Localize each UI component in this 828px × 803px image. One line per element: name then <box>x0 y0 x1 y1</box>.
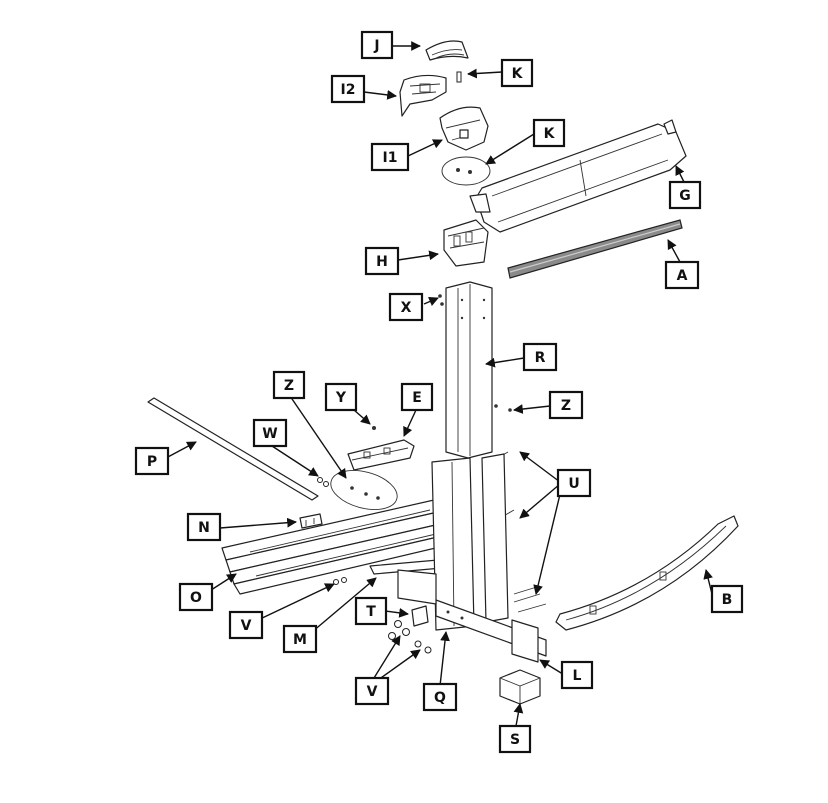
svg-text:E: E <box>412 390 422 406</box>
svg-text:Y: Y <box>335 390 347 406</box>
label-k-top: K <box>500 58 534 88</box>
label-l: L <box>560 660 594 690</box>
label-p: P <box>134 446 170 476</box>
svg-text:T: T <box>366 604 376 620</box>
part-j-top-cap <box>425 40 469 61</box>
part-y-screw <box>372 426 376 430</box>
part-q-base-column <box>397 453 547 663</box>
part-h-connector <box>443 219 489 267</box>
svg-text:G: G <box>679 188 691 204</box>
label-q: Q <box>422 682 458 712</box>
svg-text:K: K <box>512 66 524 82</box>
label-g: G <box>668 180 702 210</box>
svg-text:M: M <box>293 632 307 648</box>
part-p-flat-rail <box>147 397 319 501</box>
label-x: X <box>388 292 424 322</box>
label-n: N <box>186 512 222 542</box>
svg-text:R: R <box>535 350 546 366</box>
label-u: U <box>556 468 592 498</box>
label-v-bottom: V <box>354 676 390 706</box>
svg-text:H: H <box>376 254 388 270</box>
label-i1: I1 <box>370 142 410 172</box>
svg-text:I1: I1 <box>383 150 398 166</box>
svg-text:S: S <box>510 732 520 748</box>
label-i2: I2 <box>330 74 366 104</box>
part-a-stabilizer-rail <box>507 219 683 279</box>
leader-arrows <box>165 41 713 727</box>
part-b-curved-rail <box>555 515 739 631</box>
svg-text:L: L <box>573 668 582 684</box>
part-i2-cover <box>399 74 447 117</box>
label-w: W <box>252 418 288 448</box>
part-g-top-rail <box>469 119 687 233</box>
svg-text:B: B <box>722 592 733 608</box>
svg-text:V: V <box>241 618 252 634</box>
label-a: A <box>664 260 700 290</box>
part-i1-cap <box>439 106 489 151</box>
label-r: R <box>522 342 558 372</box>
svg-text:X: X <box>401 300 412 316</box>
svg-text:U: U <box>568 476 579 492</box>
svg-text:Z: Z <box>284 378 294 394</box>
label-m: M <box>282 624 318 654</box>
svg-text:N: N <box>198 520 210 536</box>
label-v-left: V <box>228 610 264 640</box>
label-o: O <box>178 582 214 612</box>
part-v-washers <box>333 577 432 654</box>
label-y: Y <box>324 382 358 412</box>
svg-text:A: A <box>677 268 688 284</box>
svg-text:K: K <box>544 126 556 142</box>
part-k-screw-top <box>456 71 462 83</box>
svg-text:J: J <box>373 38 379 54</box>
part-n-clip <box>299 513 323 529</box>
label-j: J <box>360 30 394 60</box>
label-s: S <box>498 724 532 754</box>
part-e-bracket <box>347 439 415 471</box>
part-z-screws-right <box>494 404 512 412</box>
part-x-screws <box>438 294 444 306</box>
label-z-left: Z <box>272 370 306 400</box>
label-k-mid: K <box>532 118 566 148</box>
svg-text:I2: I2 <box>341 82 356 98</box>
part-t-plate <box>411 605 429 627</box>
svg-text:V: V <box>367 684 378 700</box>
svg-text:W: W <box>262 426 277 442</box>
part-w-washers <box>317 477 329 487</box>
part-k-hardware-group <box>441 156 491 186</box>
svg-text:O: O <box>190 590 202 606</box>
svg-text:P: P <box>147 454 157 470</box>
label-h: H <box>364 246 400 276</box>
svg-text:Z: Z <box>561 398 571 414</box>
part-z-hardware-group-left <box>330 470 398 510</box>
label-z-right: Z <box>548 390 584 420</box>
svg-text:Q: Q <box>434 690 446 706</box>
part-s-block <box>499 669 541 705</box>
label-t: T <box>354 596 388 626</box>
label-e: E <box>400 382 434 412</box>
label-b: B <box>710 584 744 614</box>
part-r-upright <box>445 281 493 459</box>
